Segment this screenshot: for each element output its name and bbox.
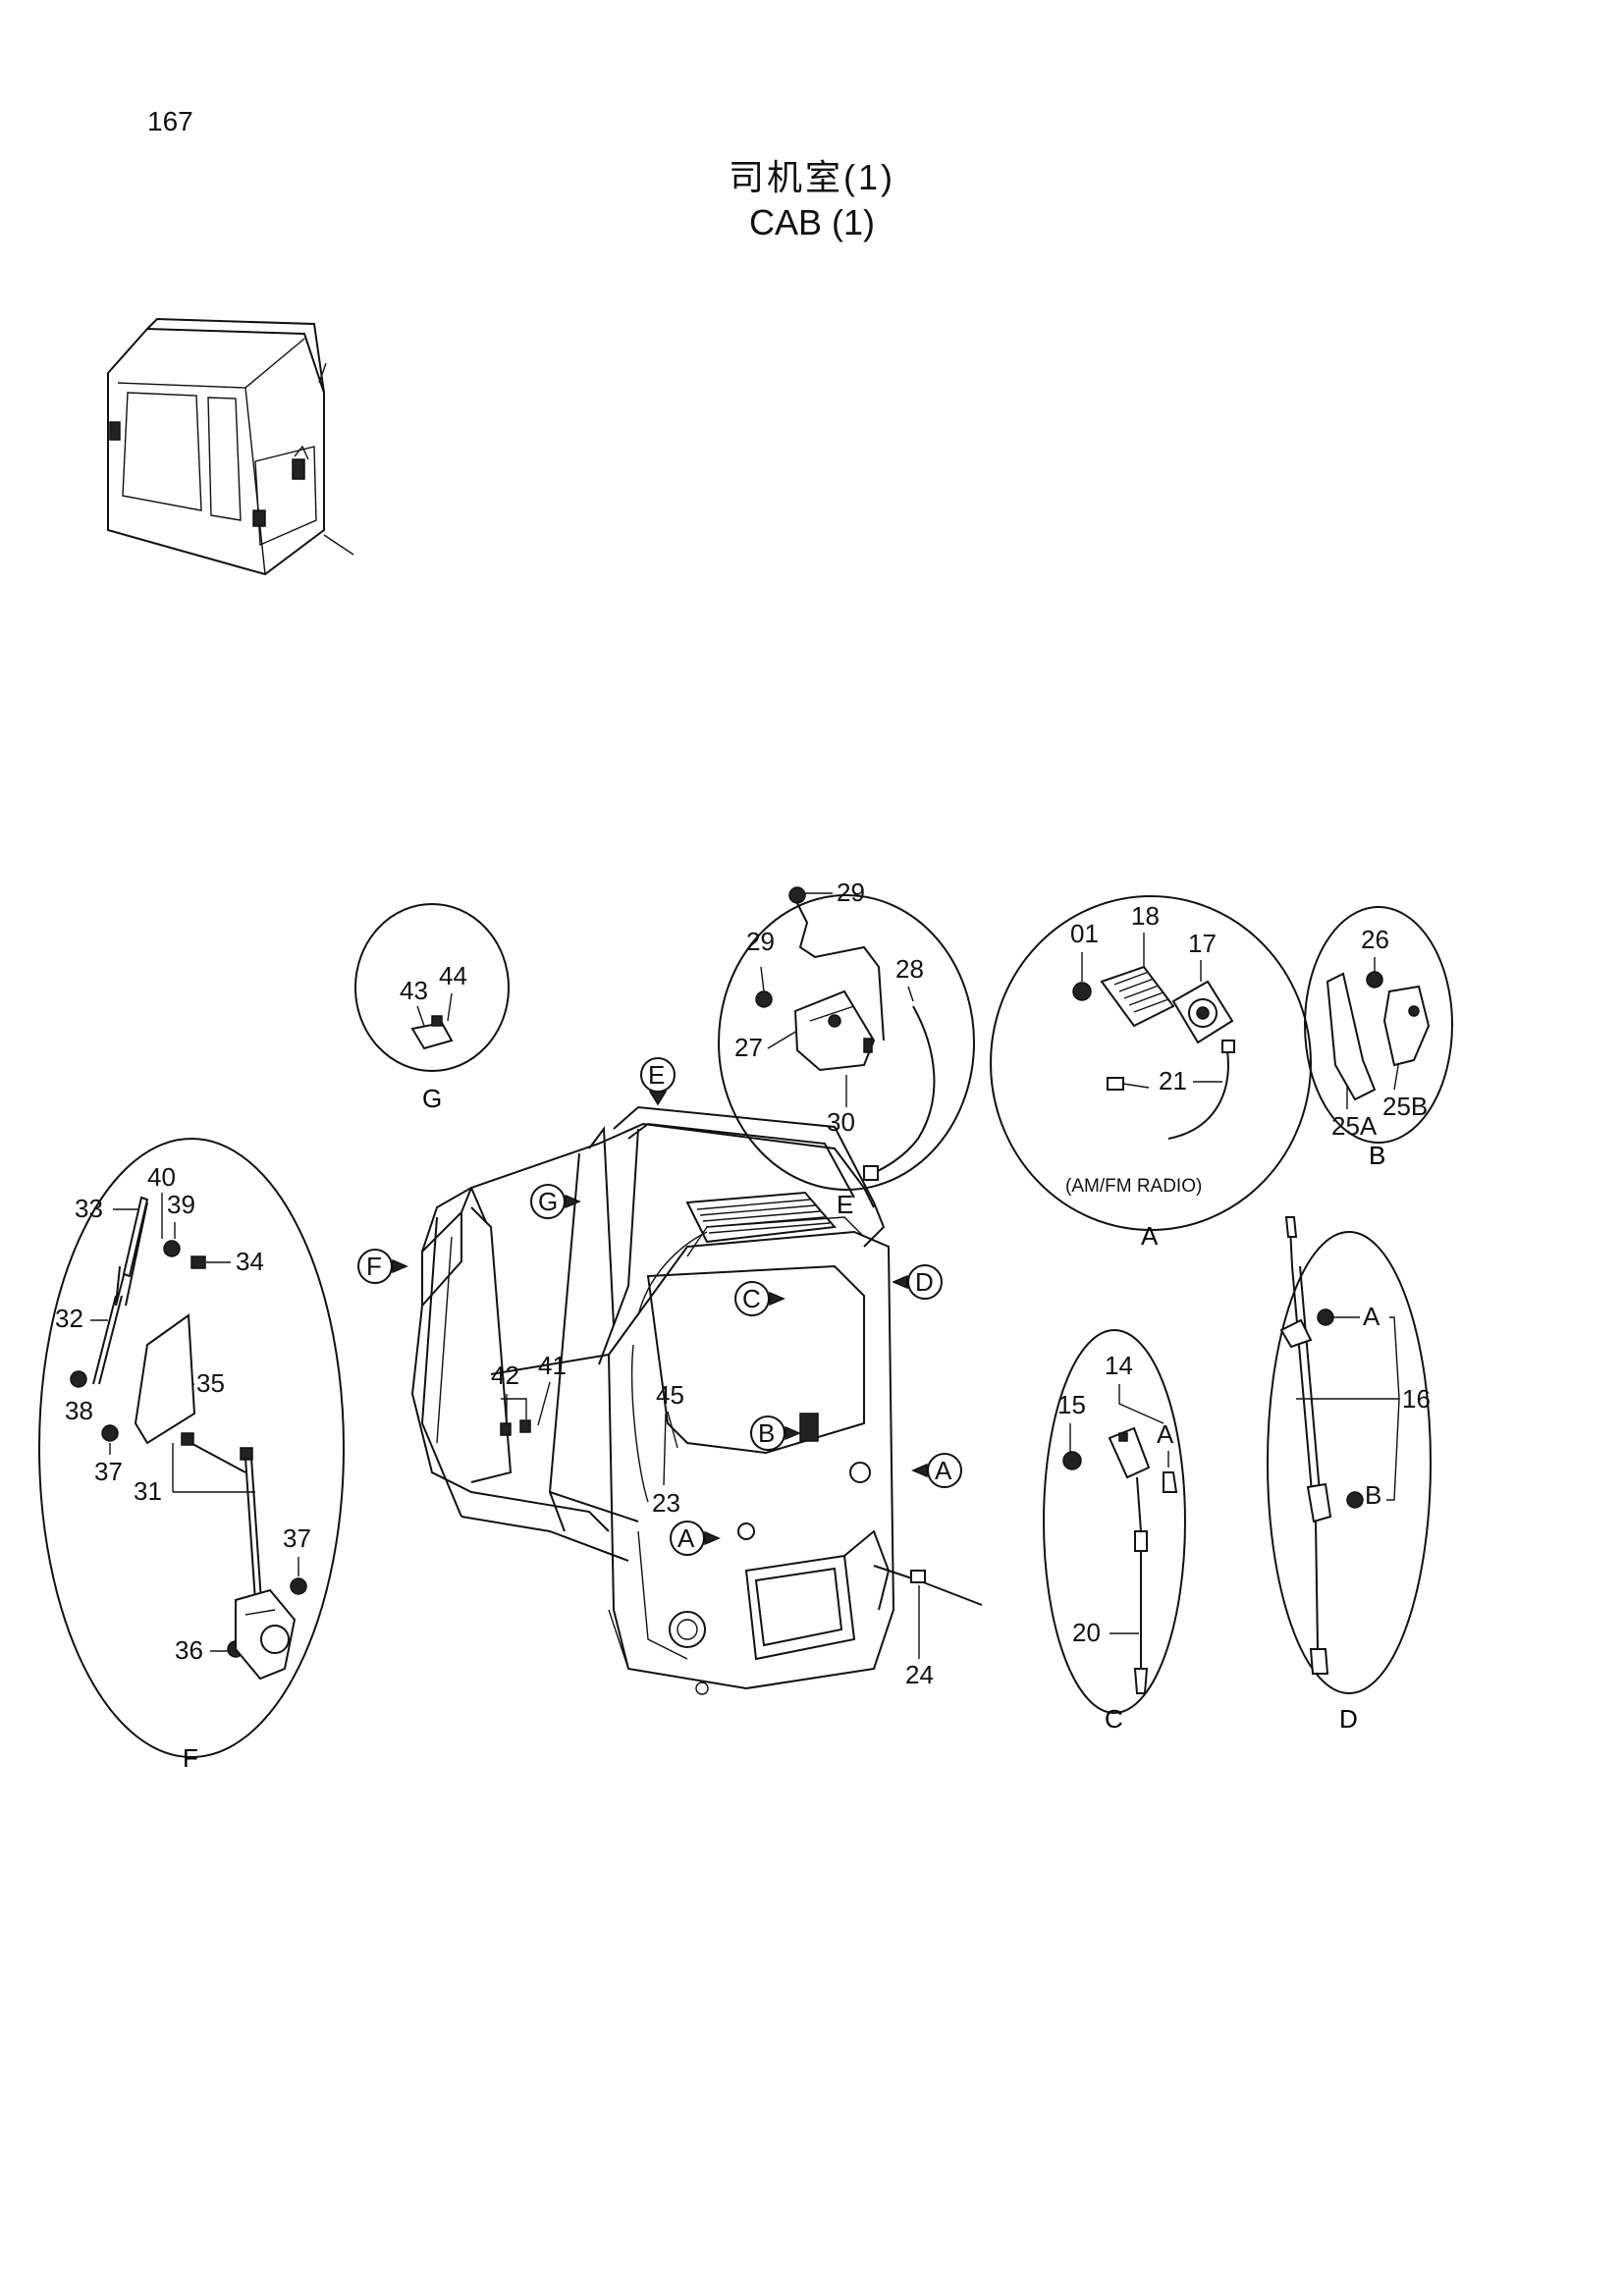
detail-d: D A 16 B	[1267, 1216, 1432, 1734]
detail-label-c: C	[1105, 1704, 1123, 1734]
detail-label-e: E	[837, 1190, 853, 1219]
page-title-english: CAB (1)	[748, 202, 876, 242]
callout-37: 37	[94, 1457, 123, 1486]
detail-c: C 15 14 A 20	[1043, 1329, 1186, 1734]
marker-letter: B	[758, 1418, 775, 1448]
callout-b-ref: B	[1365, 1480, 1381, 1510]
detail-f-wiper: F 40 33 39 34 32 35 38 37 31 37 36	[38, 1138, 345, 1773]
callout-16: 16	[1402, 1384, 1431, 1414]
callout-14: 14	[1105, 1351, 1133, 1380]
marker-letter: A	[677, 1523, 695, 1553]
callout-24: 24	[905, 1660, 934, 1689]
detail-g: G 43 44	[354, 903, 510, 1113]
callout-42: 42	[491, 1361, 519, 1390]
callout-20: 20	[1072, 1618, 1101, 1647]
callout-37: 37	[283, 1523, 311, 1553]
callout-33: 33	[75, 1194, 103, 1223]
main-detail-markers: E G F C D B A A	[357, 1057, 962, 1556]
callout-15: 15	[1057, 1390, 1086, 1419]
detail-e: E 29 29 28 27 30	[718, 878, 975, 1219]
marker-letter: E	[648, 1060, 665, 1090]
callout-27: 27	[734, 1033, 763, 1062]
callout-35: 35	[196, 1368, 225, 1398]
marker-letter: A	[935, 1456, 952, 1485]
detail-label-f: F	[183, 1743, 198, 1773]
roof-grill	[685, 1191, 837, 1244]
callout-44: 44	[439, 961, 467, 990]
callout-34: 34	[236, 1247, 264, 1276]
marker-letter: G	[538, 1187, 558, 1216]
marker-letter: C	[742, 1284, 761, 1313]
detail-label-d: D	[1339, 1704, 1358, 1734]
detail-label-a: A	[1141, 1221, 1159, 1251]
page-title-chinese: 司机室(1)	[729, 157, 895, 197]
callout-26: 26	[1361, 925, 1389, 954]
callout-45: 45	[656, 1380, 684, 1410]
radio-note: (AM/FM RADIO)	[1065, 1176, 1202, 1197]
callout-23: 23	[652, 1488, 680, 1518]
callout-28: 28	[895, 954, 924, 984]
marker-letter: F	[366, 1252, 382, 1281]
callout-31: 31	[134, 1476, 162, 1506]
thumbnail-cab	[107, 317, 354, 576]
callout-a-ref-c: A	[1157, 1419, 1174, 1449]
callout-25A: 25A	[1331, 1111, 1378, 1141]
callout-38: 38	[65, 1396, 93, 1425]
detail-a-radio: A (AM/FM RADIO) 01 18 17 21	[990, 895, 1312, 1251]
marker-letter: D	[915, 1267, 934, 1297]
callout-21: 21	[1159, 1066, 1187, 1095]
callout-39: 39	[167, 1190, 195, 1219]
main-callouts: 42 41 45 23 24	[491, 1351, 934, 1689]
detail-label-g: G	[422, 1084, 442, 1113]
detail-label-b: B	[1369, 1141, 1385, 1170]
callout-25B: 25B	[1382, 1092, 1428, 1121]
detail-b: B 26 25A 25B	[1304, 906, 1453, 1170]
callout-40: 40	[147, 1162, 176, 1192]
callout-41: 41	[538, 1351, 567, 1380]
callout-18: 18	[1131, 901, 1160, 931]
callout-29: 29	[746, 927, 775, 956]
callout-36: 36	[175, 1635, 203, 1665]
main-cab	[410, 1105, 983, 1695]
page-number: 167	[147, 106, 193, 136]
callout-29: 29	[837, 878, 865, 907]
callout-30: 30	[827, 1107, 855, 1137]
callout-32: 32	[55, 1304, 83, 1333]
callout-17: 17	[1188, 929, 1217, 958]
callout-a-ref: A	[1363, 1302, 1380, 1331]
callout-01: 01	[1070, 919, 1099, 948]
callout-43: 43	[400, 976, 428, 1005]
